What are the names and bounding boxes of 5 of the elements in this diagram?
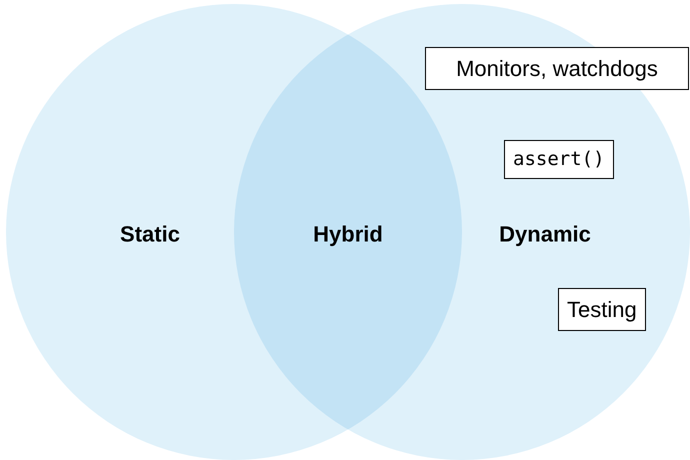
text-box: assert() <box>504 140 614 178</box>
set-label: Static <box>120 220 180 248</box>
overlap-label: Hybrid <box>313 220 383 248</box>
set-label: Dynamic <box>499 220 591 248</box>
text-box: Testing <box>558 288 646 331</box>
